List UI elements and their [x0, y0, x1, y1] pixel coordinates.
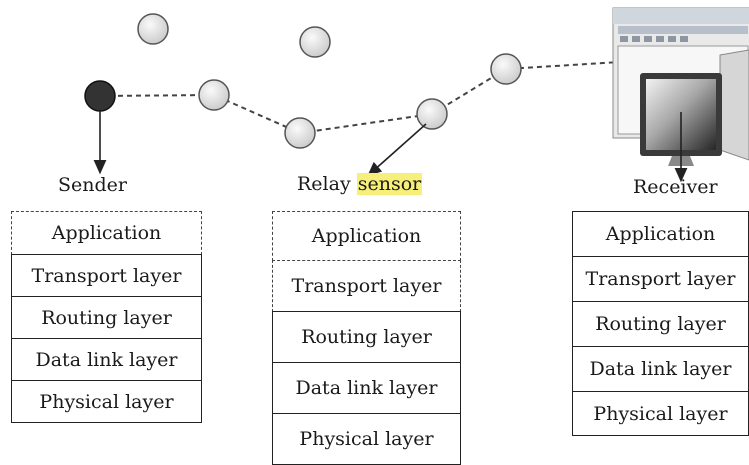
relay-application-layer: Application [272, 211, 461, 261]
receiver-physical-layer: Physical layer [572, 391, 749, 436]
receiver-label: Receiver [633, 176, 718, 198]
relay-physical-layer: Physical layer [272, 413, 461, 465]
relay-protocol-stack: Application Transport layer Routing laye… [272, 211, 461, 465]
receiver-data-link-layer: Data link layer [572, 346, 749, 392]
sender-node [84, 80, 116, 112]
sensor-node-idle-1 [137, 13, 169, 45]
relay-transport-layer: Transport layer [272, 260, 461, 312]
relay-label-text: Relay [297, 173, 351, 195]
sensor-node-idle-2 [299, 26, 331, 58]
relay-label-highlight: sensor [356, 173, 423, 195]
receiver-application-layer: Application [572, 211, 749, 257]
sender-data-link-layer: Data link layer [11, 338, 202, 381]
relay-arrow [367, 123, 427, 177]
receiver-transport-layer: Transport layer [572, 256, 749, 302]
receiver-routing-layer: Routing layer [572, 301, 749, 347]
sender-routing-layer: Routing layer [11, 296, 202, 339]
relay-sensor-label: Relay sensor [297, 173, 423, 195]
sensor-node-hop-3 [490, 53, 522, 85]
sensor-node-hop-2 [284, 117, 316, 149]
sender-transport-layer: Transport layer [11, 254, 202, 297]
relay-routing-layer: Routing layer [272, 311, 461, 363]
sensor-node-hop-1 [198, 79, 230, 111]
sender-protocol-stack: Application Transport layer Routing laye… [11, 211, 202, 423]
relay-sensor-node [416, 98, 448, 130]
routing-path [99, 61, 621, 135]
relay-data-link-layer: Data link layer [272, 362, 461, 414]
sender-physical-layer: Physical layer [11, 380, 202, 423]
sender-application-layer: Application [11, 211, 202, 255]
receiver-protocol-stack: Application Transport layer Routing laye… [572, 211, 749, 436]
sender-label: Sender [58, 174, 127, 196]
